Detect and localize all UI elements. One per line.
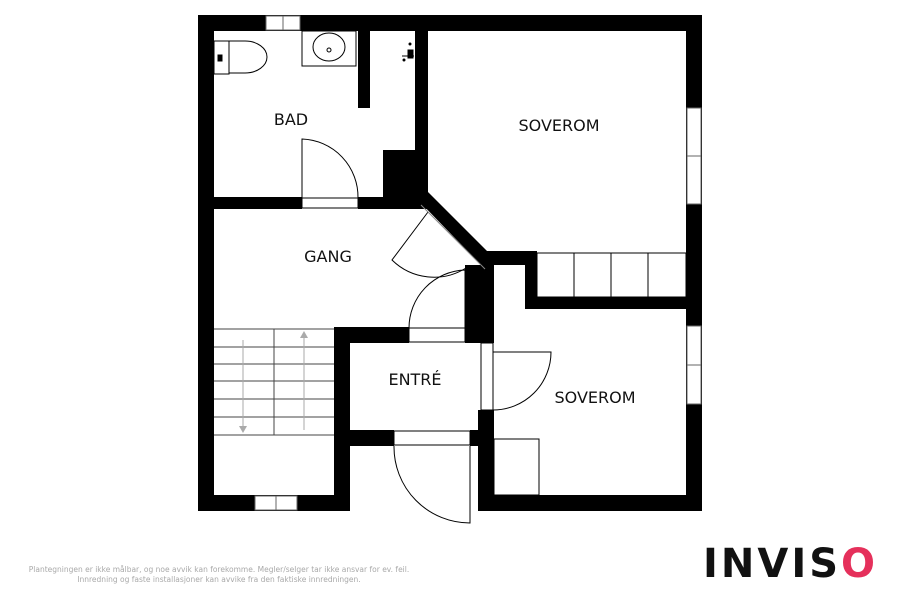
- door-soverom-1: [391, 204, 486, 278]
- room-label-soverom-1: SOVEROM: [518, 116, 599, 135]
- door-front: [393, 430, 471, 524]
- room-label-entre: ENTRÉ: [388, 370, 441, 389]
- interior-walls: [198, 15, 702, 447]
- doors: [301, 138, 552, 524]
- brand-text: INVIS: [703, 541, 842, 587]
- disclaimer-line-2: Innredning og faste installasjoner kan a…: [77, 575, 361, 584]
- room-label-bad: BAD: [274, 110, 308, 129]
- disclaimer-line-1: Plantegningen er ikke målbar, og noe avv…: [28, 565, 410, 574]
- room-label-soverom-2: SOVEROM: [554, 388, 635, 407]
- door-entre-soverom-2: [480, 342, 552, 411]
- stairs: [214, 328, 334, 436]
- windows: [254, 15, 702, 511]
- toilet: [213, 40, 268, 75]
- shower-head: [402, 42, 414, 62]
- door-bad: [301, 138, 359, 209]
- brand-accent-letter: O: [841, 541, 879, 587]
- door-gang-entre: [408, 269, 466, 343]
- sink: [301, 30, 357, 67]
- room-label-gang: GANG: [304, 247, 352, 266]
- disclaimer: Plantegningen er ikke målbar, og noe avv…: [14, 565, 424, 585]
- wardrobes: [493, 252, 687, 496]
